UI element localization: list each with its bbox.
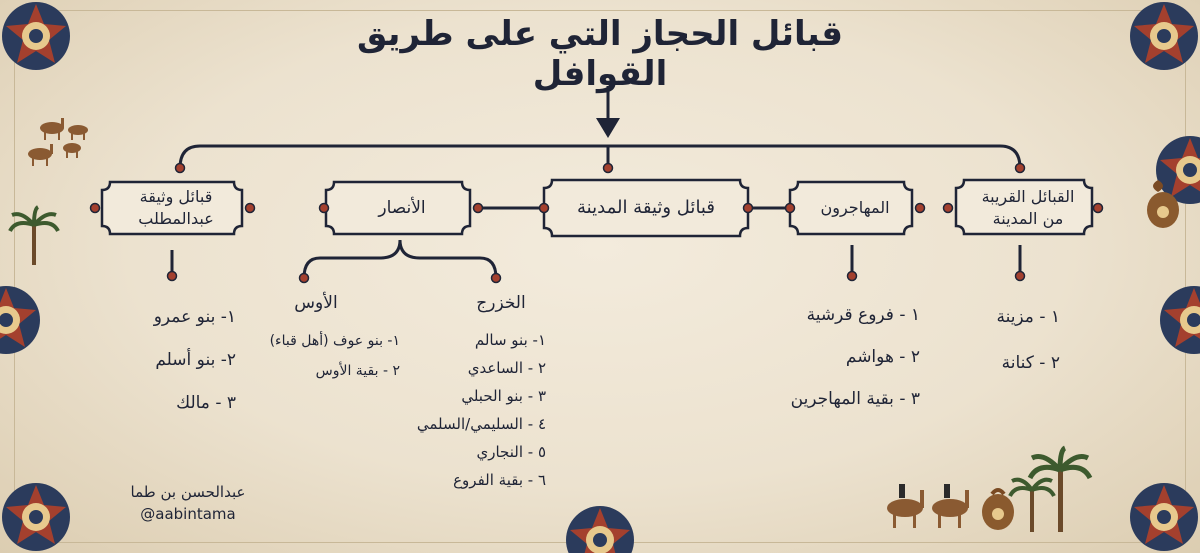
node-abd-line1: قبائل وثيقة: [139, 187, 213, 206]
box-abd: [100, 180, 244, 236]
list-item: ٣ - مالك: [176, 393, 236, 413]
list-item: ٣ - بنو الحبلي: [461, 387, 546, 405]
box-ansar: [324, 180, 472, 236]
aws-heading: الأوس: [294, 293, 338, 313]
list-item: ١ - فروع قرشية: [806, 305, 920, 325]
list-item: ٤ - السليمي/السلمي: [416, 415, 546, 433]
author-name: عبدالحسن بن طما: [130, 483, 246, 501]
camel-caravan-icon: [887, 484, 969, 528]
box-center: [542, 178, 750, 238]
box-muhajirun: [788, 180, 914, 236]
list-item: ١- بنو عمرو: [153, 307, 236, 327]
node-near-line2: من المدينة: [992, 209, 1064, 228]
list-item: ١ - مزينة: [996, 307, 1060, 327]
list-item: ٢ - الساعدي: [467, 359, 546, 377]
khazraj-list: ١- بنو سالم ٢ - الساعدي ٣ - بنو الحبلي ٤…: [400, 326, 546, 494]
list-item: ٢- بنو أسلم: [155, 350, 236, 370]
money-bag-icon: [1147, 180, 1179, 228]
money-bag-icon: [982, 488, 1014, 530]
aws-list: ١- بنو عوف (أهل قباء) ٢ - بقية الأوس: [226, 326, 400, 386]
list-item: ٦ - بقية الفروع: [453, 471, 546, 489]
list-item: ٣ - بقية المهاجرين: [790, 389, 920, 409]
muhajirun-list: ١ - فروع قرشية ٢ - هواشم ٣ - بقية المهاج…: [762, 294, 920, 420]
list-item: ٢ - بقية الأوس: [315, 363, 400, 379]
list-item: ٢ - كنانة: [1001, 353, 1060, 373]
list-item: ٥ - النجاري: [476, 443, 546, 461]
node-near-line1: القبائل القريبة: [981, 187, 1075, 206]
page-title: قبائل الحجاز التي على طريق القوافل: [357, 14, 843, 94]
camel-caravan-icon: [28, 118, 88, 166]
list-item: ١- بنو عوف (أهل قباء): [269, 333, 400, 349]
node-ansar: الأنصار: [378, 198, 426, 218]
list-item: ٢ - هواشم: [845, 347, 920, 367]
node-center: قبائل وثيقة المدينة: [577, 197, 715, 218]
palm-tree-icon: [8, 205, 60, 265]
near-list: ١ - مزينة ٢ - كنانة: [960, 294, 1060, 386]
node-near: القبائل القريبة من المدينة: [956, 184, 1100, 232]
list-item: ١- بنو سالم: [474, 331, 546, 349]
abd-list: ١- بنو عمرو ٢- بنو أسلم ٣ - مالك: [96, 296, 236, 425]
box-near: [954, 178, 1094, 236]
khazraj-heading: الخزرج: [476, 293, 526, 313]
node-abd-line2: عبدالمطلب: [138, 209, 214, 228]
node-abd: قبائل وثيقة عبدالمطلب: [102, 186, 250, 230]
node-muhajirun: المهاجرون: [820, 198, 890, 217]
author-handle: @aabintama: [140, 505, 236, 523]
palm-tree-icon: [1008, 445, 1093, 532]
